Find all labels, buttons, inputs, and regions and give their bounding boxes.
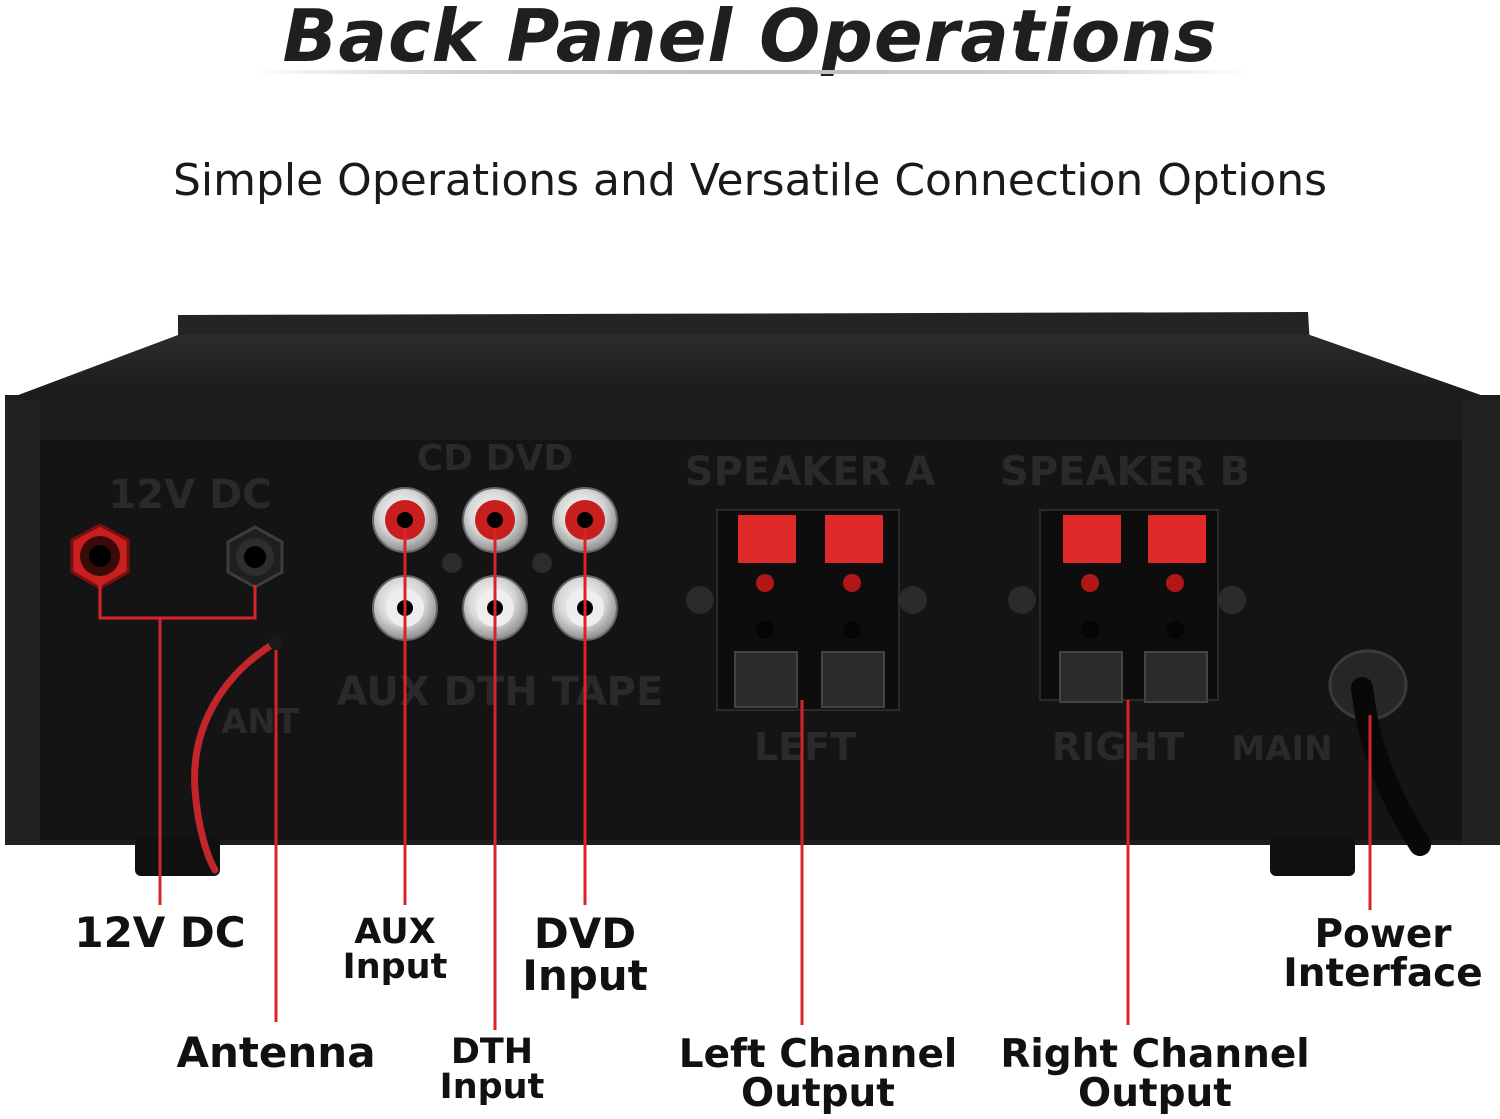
chassis-side-right [1462, 400, 1500, 845]
speaker-terminal-a [686, 509, 927, 711]
marking-aux-dth-tape: AUX DTH TAPE [337, 669, 664, 715]
page-subtitle: Simple Operations and Versatile Connecti… [172, 155, 1328, 206]
marking-main: MAIN [1231, 729, 1332, 769]
dc-jack-red [70, 523, 130, 590]
label-dth-line2: Input [439, 1067, 545, 1107]
marking-speaker-b: SPEAKER B [1000, 449, 1250, 495]
label-dvd-input: DVD Input [510, 913, 660, 997]
rca-jack-cd-left [372, 487, 438, 553]
rca-jack-cd-right [462, 487, 528, 553]
leader-12v-dc [98, 585, 257, 905]
marking-right: RIGHT [1052, 725, 1184, 769]
antenna-wire [191, 639, 279, 874]
label-power-line1: Power [1314, 912, 1452, 957]
label-dvd-line2: Input [522, 951, 648, 1000]
chassis-foot-left [135, 838, 220, 876]
panel-screw-icon [442, 553, 552, 573]
page-title: Back Panel Operations [282, 0, 1218, 78]
label-right-channel-output: Right Channel Output [995, 1035, 1315, 1113]
dc-jack-black [226, 525, 284, 589]
chassis-top [5, 335, 1495, 400]
label-power-interface: Power Interface [1268, 915, 1498, 993]
title-underline [250, 70, 1250, 74]
speaker-terminal-b [1008, 509, 1246, 703]
chassis-side-left [5, 400, 40, 845]
rca-jack-dvd [552, 487, 618, 553]
marking-12v-dc: 12V DC [108, 472, 271, 518]
marking-cd-dvd: CD DVD [417, 438, 573, 479]
label-antenna: Antenna [176, 1028, 376, 1077]
label-aux-line2: Input [342, 947, 448, 987]
chassis-foot-right [1270, 838, 1355, 876]
label-right-line1: Right Channel [1000, 1032, 1310, 1077]
marking-ant: ANT [221, 702, 300, 742]
callout-lines [98, 528, 1372, 1030]
label-power-line2: Interface [1283, 951, 1483, 996]
power-cord [1328, 649, 1431, 856]
antenna-wire-entry [269, 636, 283, 650]
label-dvd-line1: DVD [533, 909, 637, 958]
label-aux-input: AUX Input [325, 915, 465, 985]
marking-speaker-a: SPEAKER A [685, 449, 935, 495]
label-right-line2: Output [1078, 1071, 1232, 1116]
label-left-channel-output: Left Channel Output [668, 1035, 968, 1113]
label-left-line1: Left Channel [678, 1032, 958, 1077]
label-12v-dc: 12V DC [74, 908, 246, 957]
marking-left: LEFT [754, 725, 856, 769]
label-left-line2: Output [741, 1071, 895, 1116]
label-aux-line1: AUX [354, 912, 436, 952]
label-dth-input: DTH Input [422, 1035, 562, 1105]
label-dth-line1: DTH [450, 1032, 534, 1072]
